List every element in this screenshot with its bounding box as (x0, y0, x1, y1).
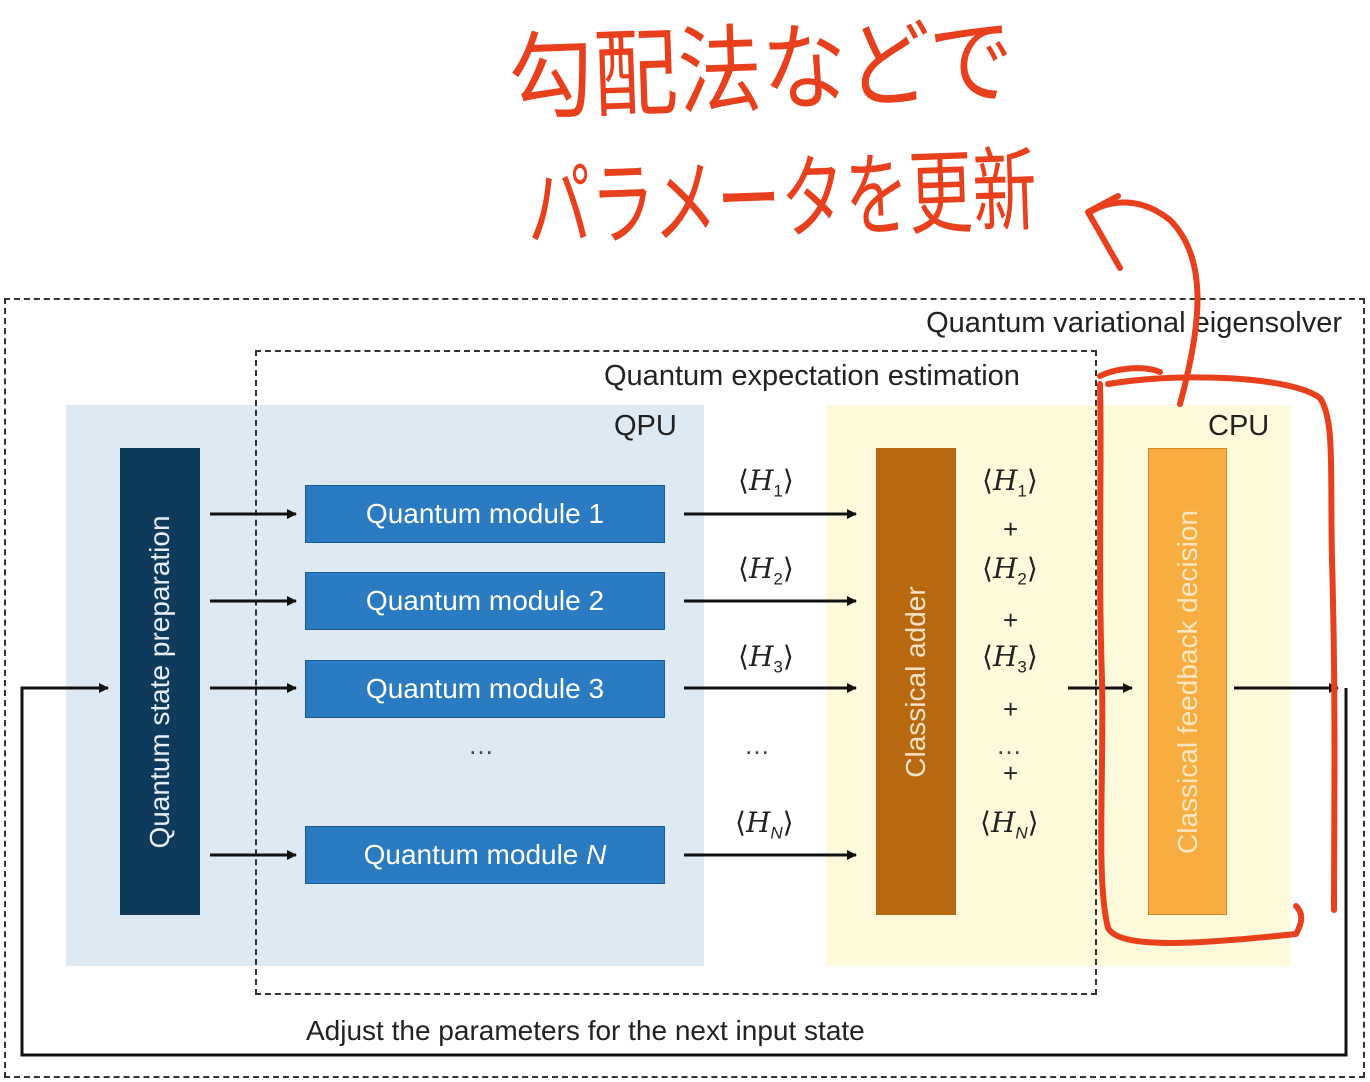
bracket: ⟩ (782, 552, 794, 585)
h-symbol: H (748, 464, 774, 497)
bracket: ⟨ (982, 464, 993, 497)
sum-hn: ⟨HN⟩ (980, 806, 1039, 844)
highlight-circle (1097, 374, 1338, 946)
h-symbol: H (992, 464, 1018, 497)
bracket: ⟩ (782, 640, 794, 673)
qee-boundary (255, 350, 1097, 995)
bracket: ⟩ (782, 806, 794, 839)
annotation-arrow-head (1085, 193, 1123, 271)
h-symbol: H (990, 806, 1016, 839)
bracket: ⟩ (1026, 552, 1038, 585)
vqe-label: Quantum variational eigensolver (926, 307, 1342, 339)
highlight-circle-top (1097, 365, 1163, 379)
h3-subscript: 3 (773, 657, 783, 677)
bracket: ⟨ (738, 552, 749, 585)
quantum-module-1-label: Quantum module 1 (365, 498, 605, 529)
h-symbol: H (992, 552, 1018, 585)
bracket: ⟨ (982, 552, 993, 585)
quantum-module-2-label: Quantum module 2 (365, 585, 605, 616)
h-symbol: H (748, 640, 774, 673)
classical-feedback-block: Classical feedback decision (1148, 448, 1227, 915)
quantum-module-n-prefix: Quantum module (363, 839, 587, 870)
qpu-label: QPU (614, 410, 677, 442)
modules-ellipsis: … (468, 730, 498, 760)
bracket: ⟨ (735, 806, 746, 839)
expectation-hn-arrow-label: ⟨HN⟩ (735, 806, 794, 844)
plus-sign: + (1003, 514, 1019, 544)
h-symbol: H (992, 640, 1018, 673)
feedback-loop-line (20, 683, 1348, 1057)
bracket: ⟩ (1027, 806, 1039, 839)
vqe-boundary (4, 298, 1365, 1078)
expectation-h1-arrow-label: ⟨H1⟩ (738, 464, 794, 502)
bracket: ⟨ (982, 640, 993, 673)
classical-adder-block: Classical adder (876, 448, 956, 915)
sum-h1: ⟨H1⟩ (982, 464, 1038, 502)
sum-h2: ⟨H2⟩ (982, 552, 1038, 590)
expectation-h3-arrow-label: ⟨H3⟩ (738, 640, 794, 678)
quantum-module-n-var: N (586, 839, 607, 870)
arrows-ellipsis: … (744, 730, 774, 760)
bracket: ⟨ (980, 806, 991, 839)
bracket: ⟨ (738, 640, 749, 673)
h2-subscript: 2 (1017, 569, 1027, 589)
handwritten-note-line2: パラメータを更新 (525, 137, 1038, 262)
annotation-arrow (1087, 199, 1201, 407)
hn-subscript: N (770, 823, 783, 843)
quantum-module-3-label: Quantum module 3 (365, 673, 605, 704)
h-symbol: H (745, 806, 771, 839)
h2-subscript: 2 (773, 569, 783, 589)
state-preparation-block: Quantum state preparation (120, 448, 200, 915)
plus-sign: + (1003, 605, 1019, 635)
sum-ellipsis: … (996, 730, 1026, 760)
h1-subscript: 1 (1017, 481, 1027, 501)
quantum-module-3: Quantum module 3 (305, 660, 665, 718)
plus-sign: + (1003, 758, 1019, 788)
feedback-loop-label: Adjust the parameters for the next input… (306, 1015, 865, 1046)
h-symbol: H (748, 552, 774, 585)
bracket: ⟩ (1026, 640, 1038, 673)
bracket: ⟨ (738, 464, 749, 497)
h1-subscript: 1 (773, 481, 783, 501)
quantum-module-n: Quantum module N (305, 826, 665, 884)
cpu-label: CPU (1208, 410, 1270, 442)
hn-subscript: N (1015, 823, 1028, 843)
quantum-module-2: Quantum module 2 (305, 572, 665, 630)
quantum-module-1: Quantum module 1 (305, 485, 665, 543)
sum-h3: ⟨H3⟩ (982, 640, 1038, 678)
bracket: ⟩ (1026, 464, 1038, 497)
quantum-module-n-label: Quantum module N (364, 839, 607, 871)
plus-sign: + (1003, 694, 1019, 724)
qee-label: Quantum expectation estimation (604, 360, 1020, 392)
expectation-h2-arrow-label: ⟨H2⟩ (738, 552, 794, 590)
bracket: ⟩ (782, 464, 794, 497)
handwritten-note-line1: 勾配法などで (507, 5, 1016, 135)
h3-subscript: 3 (1017, 657, 1027, 677)
